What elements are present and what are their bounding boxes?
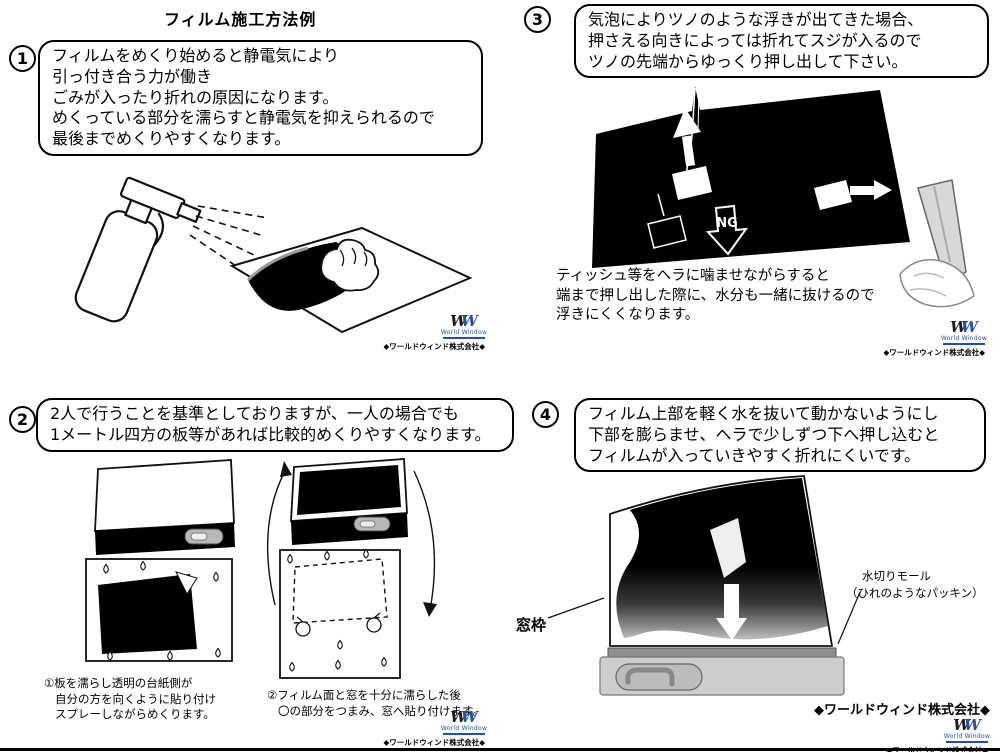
world-window-logo: WW World Window: [440, 312, 488, 340]
down-arrow-icon: [716, 584, 747, 640]
section1-number: 1: [9, 45, 36, 72]
window-frame-leader-line: [547, 597, 605, 619]
company-name: ◆ワールドウィンド株式会社◆: [383, 738, 485, 748]
world-window-logo: WW World Window: [940, 318, 988, 346]
hand-illustration: [320, 238, 380, 292]
text-line: 〇の部分をつまみ、窓へ貼り付けます。: [278, 703, 484, 718]
squeegee-outline-icon: [647, 193, 687, 249]
company-name-bold: ◆ワールドウィンド株式会社◆: [814, 703, 990, 718]
text-line: （ひれのようなパッキン）: [846, 586, 984, 601]
section2-illustration: [85, 458, 437, 679]
section2-caption1: ①板を濡らし透明の台紙側が 自分の方を向くように貼り付け スプレーしながらめくり…: [44, 676, 216, 723]
drip-molding: [607, 647, 837, 658]
molding-label: 水切りモール （ひれのようなパッキン）: [846, 568, 984, 603]
logo-underline: [443, 337, 485, 340]
molding-leader-line: [837, 591, 861, 645]
text-line: ①板を濡らし透明の台紙側が: [44, 676, 193, 690]
text-line: 気泡によりツノのような浮きが出てきた場合、: [588, 10, 924, 29]
section3-illustration: NG: [592, 86, 975, 308]
ww-monogram: WW: [450, 312, 478, 330]
section2-caption2: ②フィルム面と窓を十分に濡らした後 〇の部分をつまみ、窓へ貼り付けます。: [267, 688, 484, 719]
text-line: めくっている部分を濡らすと静電気を抑えられるので: [52, 108, 435, 128]
logo-underline: [943, 343, 985, 346]
text-line: 引っ付き合う力が働き: [52, 66, 213, 86]
text-line: 端まで押し出した際に、水分も一緒に抜けるので: [556, 287, 875, 304]
ng-label: NG: [716, 216, 738, 231]
text-line: フィルムをめくり始めると静電気により: [52, 46, 340, 65]
section4-illustration: [547, 475, 861, 696]
board-step2-illustration: [266, 458, 437, 679]
section4-number-text: 4: [539, 405, 552, 424]
section1-illustration: [74, 176, 473, 334]
section3-number: 3: [524, 6, 551, 33]
bottom-border-line: [0, 748, 1000, 751]
ww-monogram: WW: [950, 318, 978, 336]
logo-subtitle: World Window: [940, 335, 988, 343]
squeegee-tool-illustration: [899, 179, 975, 308]
text-line: ティッシュ等をヘラに噛ませながらすると: [556, 268, 830, 284]
car-door-illustration: [547, 475, 861, 696]
footer-section1: WW World Window ◆ワールドウィンド株式会社◆: [345, 312, 488, 352]
text-line: 自分の方を向くように貼り付け: [55, 691, 216, 706]
door-handle: [625, 667, 675, 687]
ng-arrow-icon: NG: [705, 204, 749, 256]
company-name: ◆ワールドウィンド株式会社◆: [883, 348, 985, 358]
footer-section2: WW World Window ◆ワールドウィンド株式会社◆: [350, 708, 488, 748]
logo-subtitle: World Window: [943, 733, 991, 741]
world-window-logo: WW World Window: [943, 716, 991, 744]
company-name: ◆ワールドウィンド株式会社◆: [383, 342, 485, 352]
section3-textbox: 気泡によりツノのような浮きが出てきた場合、 押さえる向きによっては折れてスジが入…: [574, 4, 989, 79]
text-line: 浮きにくくなります。: [556, 307, 700, 324]
section3-note: ティッシュ等をヘラに噛ませながらすると 端まで押し出した際に、水分も一緒に抜ける…: [556, 267, 875, 326]
section4-textbox: フィルム上部を軽く水を抜いて動かないようにし 下部を膨らませ、ヘラで少しずつ下へ…: [574, 398, 986, 473]
world-window-logo: WW World Window: [440, 708, 488, 736]
window-film-illustration: [592, 86, 910, 268]
text-line: 2人で行うことを基準としておりますが、一人の場合でも: [50, 404, 459, 423]
text-line: 最後までめくりやすくなります。: [52, 129, 291, 149]
logo-subtitle: World Window: [440, 329, 488, 337]
board-step1-illustration: [85, 459, 235, 662]
spray-bottle-illustration: [74, 176, 202, 323]
section3-number-text: 3: [531, 10, 544, 29]
footer-section3: WW World Window ◆ワールドウィンド株式会社◆: [845, 318, 988, 358]
logo-underline: [946, 741, 988, 744]
squeegee-silhouette: [710, 518, 746, 578]
section1-number-text: 1: [16, 49, 29, 68]
section2-number: 2: [9, 406, 36, 433]
text-line: ②フィルム面と窓を十分に濡らした後: [267, 688, 461, 702]
ww-monogram: WW: [953, 716, 981, 734]
text-line: 水切りモール: [862, 569, 931, 583]
logo-subtitle: World Window: [440, 725, 488, 733]
ww-monogram: WW: [450, 708, 478, 726]
section4-number: 4: [532, 401, 559, 428]
text-line: スプレーしながらめくります。: [55, 707, 215, 722]
text-line: フィルムが入っていきやすく折れにくいです。: [588, 445, 921, 465]
text-line: 1メートル四方の板等があれば比較的めくりやすくなります。: [50, 424, 491, 444]
text-line: フィルム上部を軽く水を抜いて動かないようにし: [588, 404, 939, 423]
logo-underline: [443, 733, 485, 736]
squeegee-up-icon: [672, 108, 712, 200]
text-line: 下部を膨らませ、ヘラで少しずつ下へ押し込むと: [588, 424, 940, 444]
section1-textbox: フィルムをめくり始めると静電気により 引っ付き合う力が働き ごみが入ったり折れの…: [38, 40, 483, 156]
section2-number-text: 2: [16, 410, 29, 429]
text-line: ごみが入ったり折れの原因になります。: [52, 87, 339, 107]
text-line: 押さえる向きによっては折れてスジが入るので: [588, 30, 922, 50]
footer-section4: WW World Window ◆ワールドウィンド株式会社◆: [848, 716, 991, 752]
page-title: フィルム施工方法例: [164, 10, 317, 29]
window-frame-label: 窓枠: [516, 616, 547, 634]
squeegee-right-icon: [814, 180, 892, 210]
section2-textbox: 2人で行うことを基準としておりますが、一人の場合でも 1メートル四方の板等があれ…: [36, 398, 514, 452]
text-line: ツノの先端からゆっくり押し出して下さい。: [588, 51, 908, 71]
